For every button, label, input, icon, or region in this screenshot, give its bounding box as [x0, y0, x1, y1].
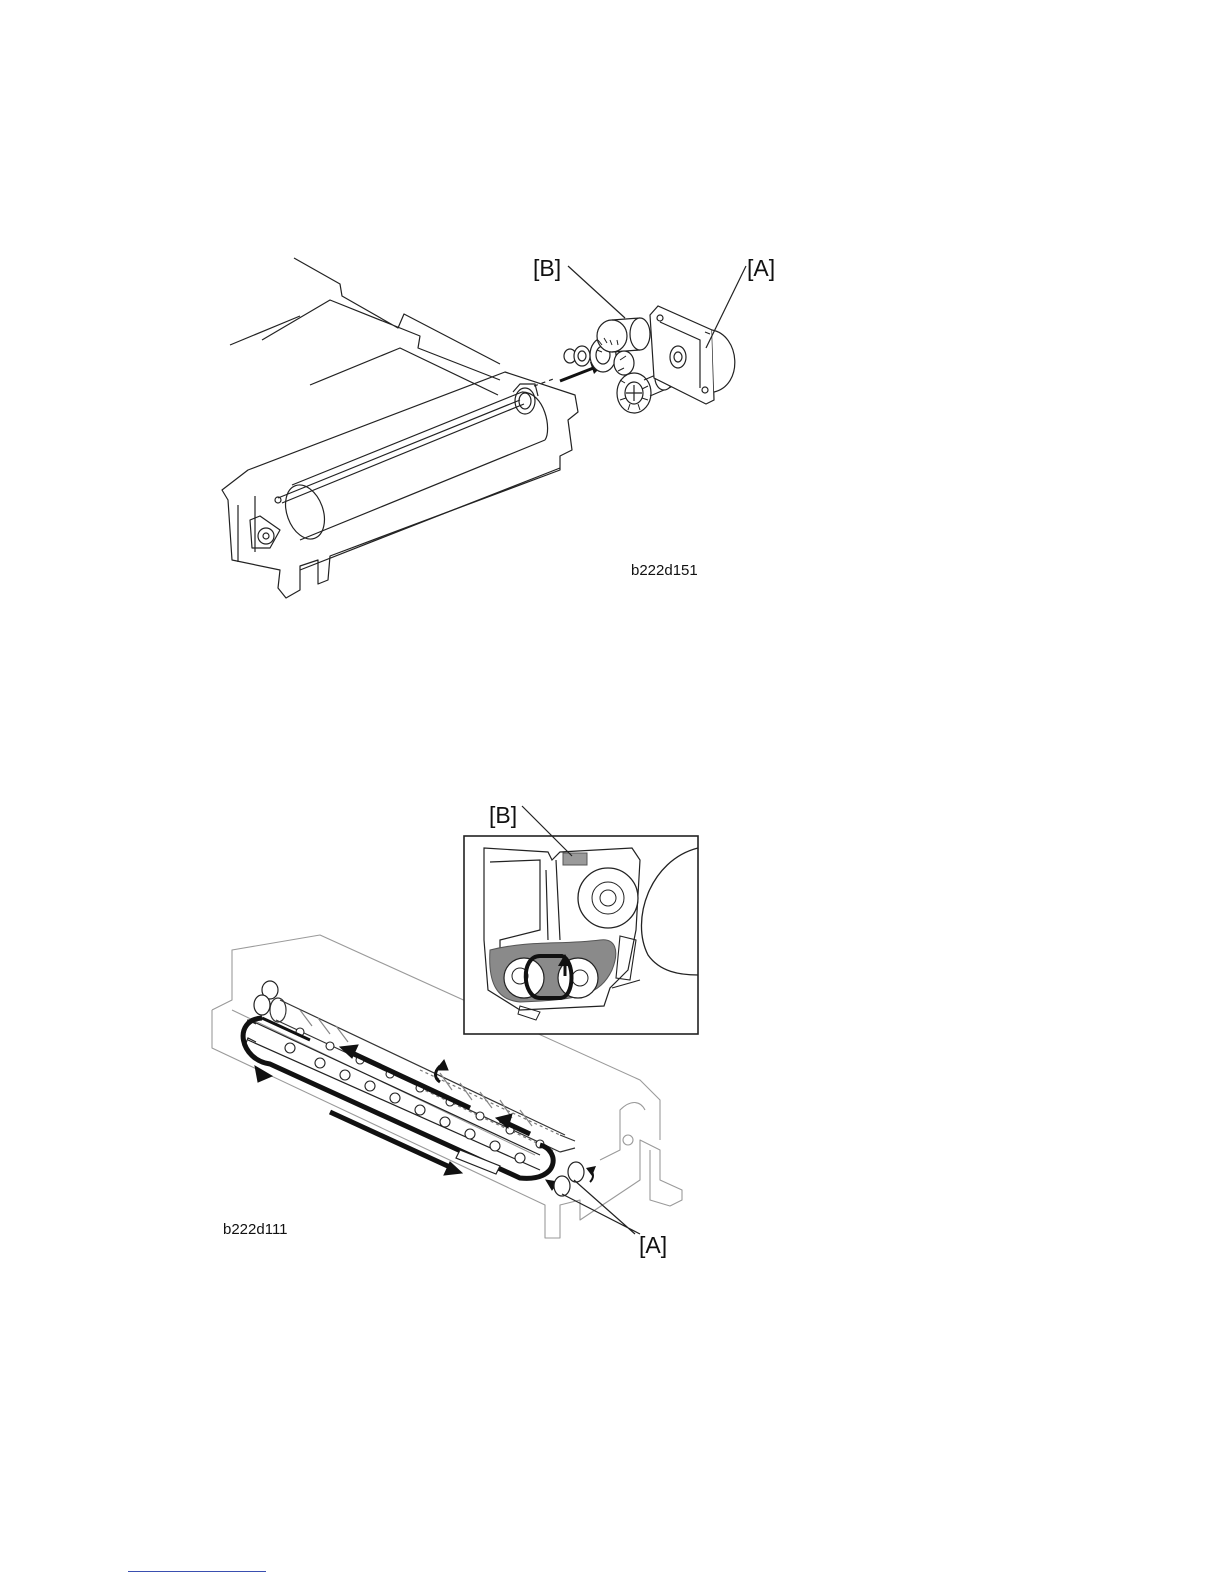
- figure-2-drawing: [0, 0, 1224, 1300]
- auger-paddles: [285, 1028, 544, 1163]
- right-end-rollers: [554, 1162, 584, 1196]
- footer-rule: [128, 1571, 266, 1572]
- callout-label-a-2: [A]: [639, 1234, 667, 1257]
- left-end-collars: [254, 981, 278, 1015]
- flow-arrows: [255, 1045, 558, 1190]
- toner-sensor: [563, 853, 587, 865]
- doctor-blade: [456, 1150, 500, 1174]
- figure-2-code: b222d111: [223, 1222, 288, 1237]
- callout-label-b-2: [B]: [489, 804, 517, 827]
- cross-section-inset: [464, 836, 698, 1034]
